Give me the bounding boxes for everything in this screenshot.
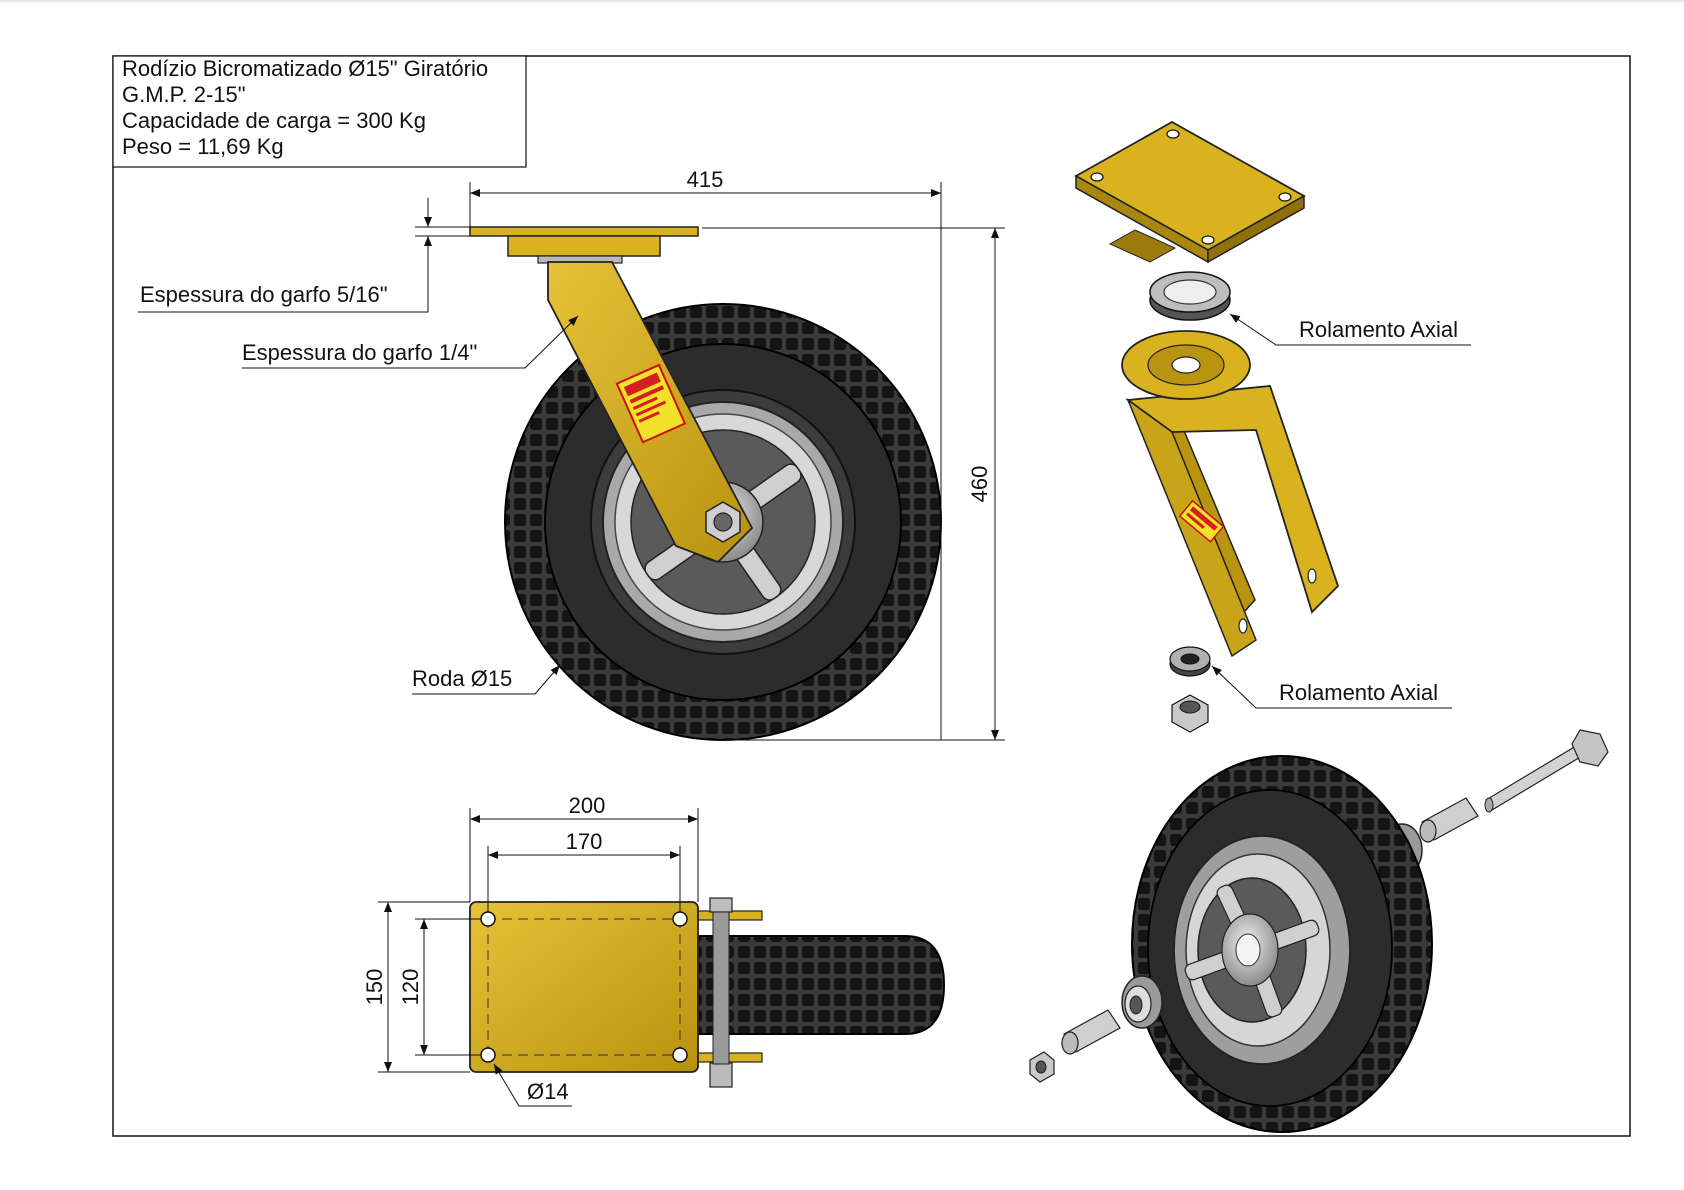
title-line-product: Rodízio Bicromatizado Ø15" Giratório: [122, 56, 488, 81]
exploded-fork-assembly: [1074, 120, 1340, 733]
mount-holes: [480, 911, 688, 1063]
dimension-415-label: 415: [687, 167, 724, 192]
exploded-wheel: [1131, 755, 1433, 1133]
exploded-spacer-left: [1061, 1009, 1121, 1055]
bearing-bottom-label: Rolamento Axial: [1279, 680, 1438, 705]
exploded-wheel-assembly: [1029, 729, 1609, 1133]
title-line-weight: Peso = 11,69 Kg: [122, 134, 284, 159]
dimension-150-label: 150: [362, 969, 387, 1006]
fork-thickness-label: Espessura do garfo 1/4": [242, 340, 477, 365]
plate-thickness-label: Espessura do garfo 5/16": [140, 282, 388, 307]
dimension-plate-200: 200: [469, 793, 699, 902]
front-view-top-plate: [469, 226, 699, 237]
exploded-thrust-bearing-bottom: [1169, 646, 1211, 677]
title-line-model: G.M.P. 2-15": [122, 82, 246, 107]
drawing-frame: [112, 55, 1631, 1137]
exploded-axle-bolt: [1484, 729, 1609, 813]
hole-diameter-label: Ø14: [527, 1079, 569, 1104]
front-view-caster: [469, 226, 942, 741]
dimension-170-label: 170: [566, 829, 603, 854]
dimension-120-label: 120: [398, 969, 423, 1006]
dimension-height-460: 460: [702, 227, 1005, 741]
exploded-bearing-left: [1121, 975, 1163, 1029]
callout-bearing-bottom: Rolamento Axial: [1211, 665, 1452, 709]
dimension-plate-170: 170: [487, 829, 681, 912]
bearing-top-label: Rolamento Axial: [1299, 317, 1458, 342]
callout-fork-thickness: Espessura do garfo 1/4": [242, 315, 579, 369]
dimension-plate-120: 120: [398, 918, 481, 1056]
top-view-mount-plate: [469, 901, 699, 1073]
callout-hole-diameter: Ø14: [493, 1063, 572, 1107]
exploded-top-plate: [1074, 120, 1306, 264]
dimension-460-label: 460: [967, 466, 992, 503]
exploded-fork: [1121, 330, 1340, 658]
title-line-capacity: Capacidade de carga = 300 Kg: [122, 108, 426, 133]
dimension-200-label: 200: [569, 793, 606, 818]
exploded-kingpin-nut: [1171, 694, 1209, 733]
exploded-axle-nut: [1029, 1051, 1055, 1083]
wheel-label: Roda Ø15: [412, 666, 512, 691]
dimension-plate-150: 150: [362, 901, 470, 1073]
callout-wheel: Roda Ø15: [412, 664, 561, 695]
exploded-thrust-bearing-top: [1149, 271, 1231, 321]
dimension-width-415: 415: [469, 167, 942, 740]
callout-plate-thickness: Espessura do garfo 5/16": [138, 198, 470, 313]
title-block: Rodízio Bicromatizado Ø15" Giratório G.M…: [112, 55, 527, 168]
exploded-spacer-right: [1419, 797, 1479, 843]
callout-bearing-top: Rolamento Axial: [1229, 313, 1471, 346]
top-view-caster: [469, 897, 946, 1088]
fork-logo-sticker: [615, 363, 687, 444]
